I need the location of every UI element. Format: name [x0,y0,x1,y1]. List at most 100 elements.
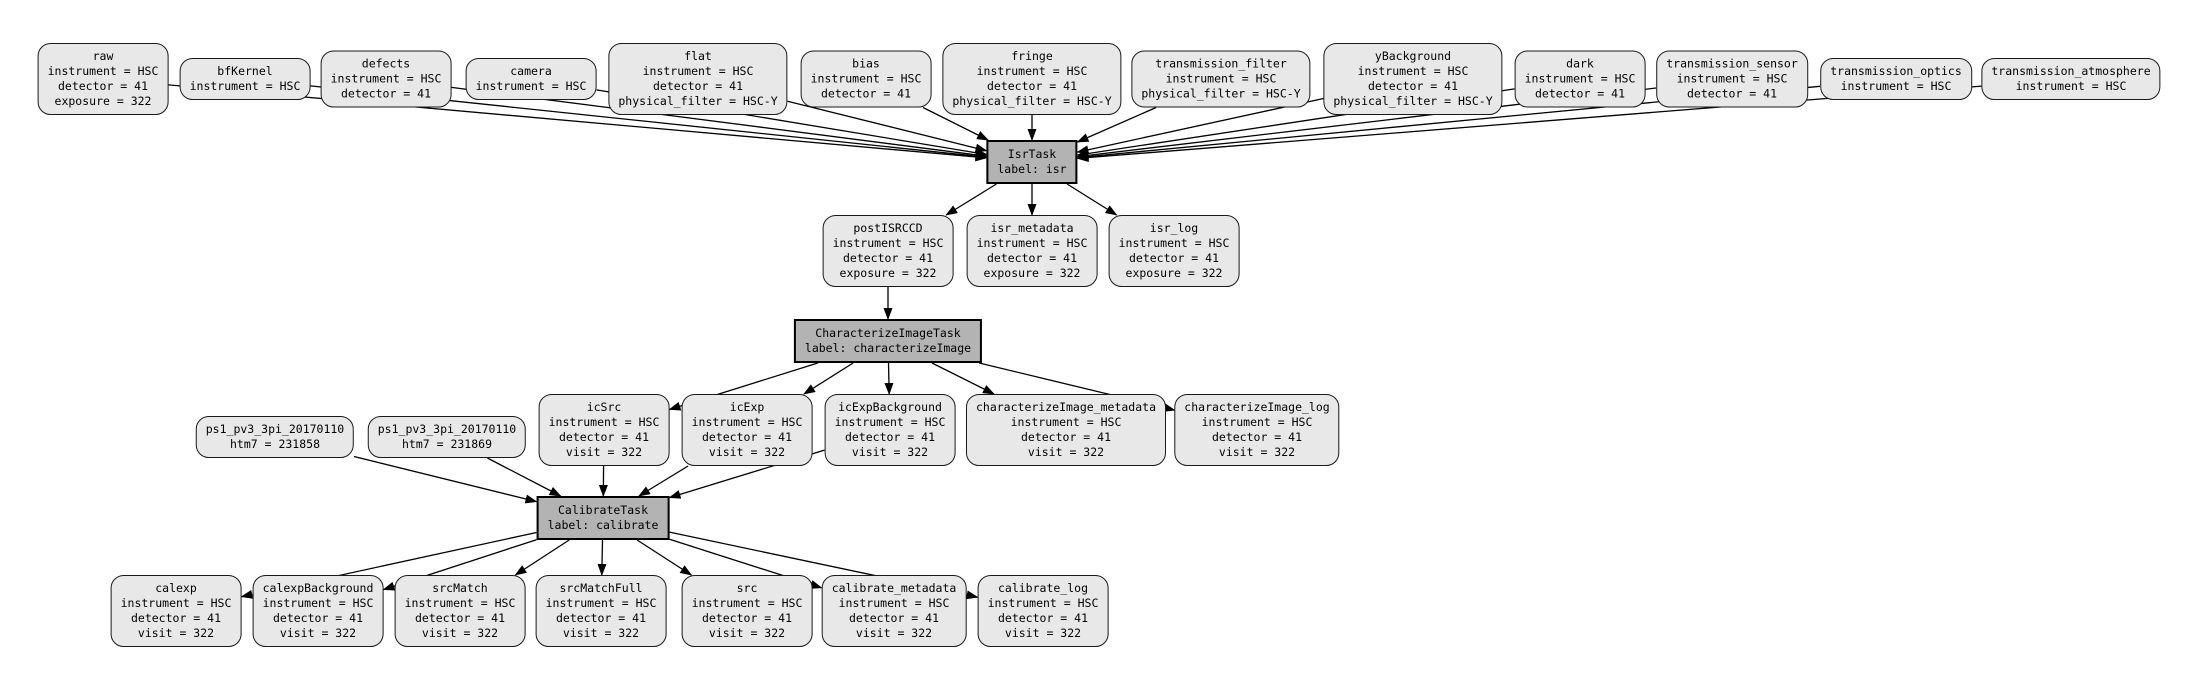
node-property: instrument = HSC [548,415,660,429]
node-property: detector = 41 [652,79,743,93]
node-property: detector = 41 [340,86,431,101]
edge-isr-to-isr_log [1066,183,1118,216]
edge-characterizeImage-to-icExpBackground [884,362,894,395]
edge-calibrate-to-src [636,539,693,576]
edge-characterizeImage-to-icExp [803,362,854,395]
node-title: flat [684,49,712,63]
node-property: instrument = HSC [1840,79,1952,93]
node-title: icExp [729,400,765,414]
node-property: instrument = HSC [404,596,516,610]
node-property: instrument = HSC [832,236,944,250]
node-property: instrument = HSC [262,596,374,610]
edge-transmission_filter-to-isr [1076,106,1157,143]
node-title: isr_log [1149,221,1199,235]
node-title: yBackground [1374,49,1452,63]
node-property: detector = 41 [848,611,939,625]
node-property: label: isr [997,162,1067,176]
node-property: detector = 41 [820,86,911,101]
node-property: visit = 322 [1027,445,1105,459]
node-property: detector = 41 [1020,430,1112,444]
node-property: instrument = HSC [838,596,950,610]
node-property: detector = 41 [997,611,1088,625]
node-property: visit = 322 [708,445,786,459]
node-property: physical_filter = HSC-Y [1333,94,1493,108]
node-property: instrument = HSC [1165,71,1277,86]
edge-ps1_231858-to-calibrate [353,455,538,504]
node-property: instrument = HSC [834,415,946,429]
node-property: detector = 41 [986,251,1077,265]
node-property: label: characterizeImage [804,341,972,355]
node-property: detector = 41 [558,430,649,444]
node-title: ps1_pv3_3pi_20170110 [377,422,517,436]
node-property: instrument = HSC [189,79,301,93]
node-title: bias [852,56,880,71]
node-title: characterizeImage_metadata [975,400,1157,414]
edge-flat-to-isr [787,100,988,153]
node-property: detector = 41 [1367,79,1458,93]
node-property: instrument = HSC [691,415,803,429]
node-property: visit = 322 [279,626,357,640]
node-title: transmission_sensor [1666,56,1798,71]
node-title: IsrTask [1007,147,1057,161]
node-property: instrument = HSC [1357,64,1469,78]
node-property: detector = 41 [57,79,148,93]
node-property: instrument = HSC [810,71,922,86]
node-title: calexp [155,581,197,595]
node-title: calibrate_metadata [831,581,957,595]
node-property: detector = 41 [701,430,792,444]
node-title: CalibrateTask [557,503,648,517]
node-property: detector = 41 [986,79,1077,93]
node-title: characterizeImage_log [1184,400,1330,414]
node-property: detector = 41 [1128,251,1219,265]
node-property: instrument = HSC [976,64,1088,78]
node-property: instrument = HSC [1524,71,1636,86]
node-property: physical_filter = HSC-Y [1141,86,1301,101]
edge-ps1_231869-to-calibrate [487,457,562,497]
node-property: label: calibrate [547,518,659,532]
node-property: instrument = HSC [976,236,1088,250]
node-property: exposure = 322 [983,266,1081,280]
node-property: instrument = HSC [691,596,803,610]
node-title: calexpBackground [262,581,374,595]
node-property: htm7 = 231869 [401,437,493,451]
node-title: bfKernel [217,64,273,78]
node-property: instrument = HSC [1118,236,1230,250]
edge-isr-to-postISRCCD [945,183,997,216]
node-property: instrument = HSC [330,71,442,86]
node-title: srcMatchFull [559,581,643,595]
node-title: CharacterizeImageTask [815,326,961,340]
node-property: instrument = HSC [1010,415,1122,429]
node-property: detector = 41 [844,430,935,444]
node-title: transmission_filter [1155,56,1287,71]
node-title: src [736,581,758,595]
node-property: visit = 322 [565,445,643,459]
node-property: visit = 322 [421,626,499,640]
node-property: instrument = HSC [47,64,159,78]
edge-bias-to-isr [922,106,989,141]
node-property: detector = 41 [1211,430,1302,444]
node-title: icSrc [586,400,622,414]
